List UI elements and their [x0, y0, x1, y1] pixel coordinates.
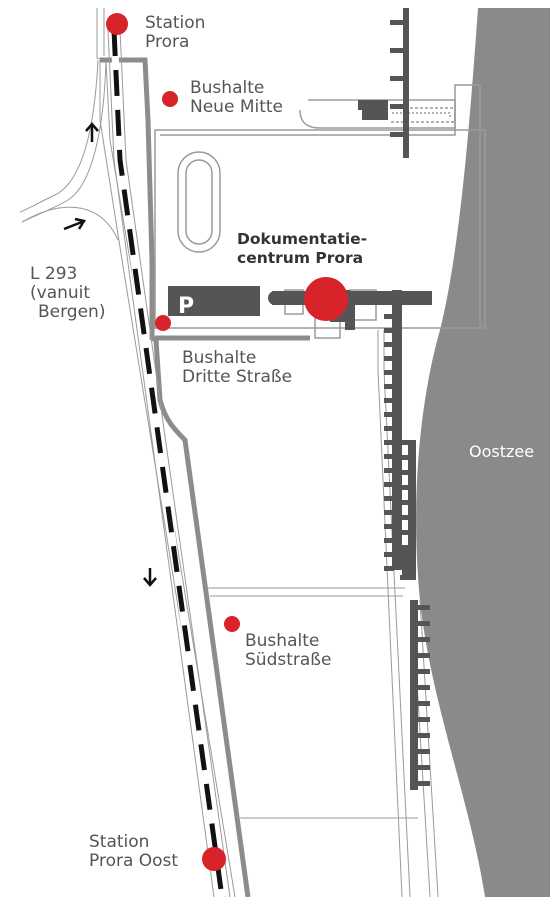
building-wing — [418, 733, 430, 738]
building-wing — [418, 781, 430, 786]
building-wing — [384, 384, 394, 389]
building-wing — [384, 454, 394, 459]
arrow-up-icon — [85, 122, 99, 142]
building-wing — [400, 530, 410, 535]
building-wing — [418, 765, 430, 770]
building-wing — [390, 20, 405, 25]
building-wing — [384, 342, 394, 347]
sea-area — [416, 8, 550, 897]
building-wing — [390, 76, 405, 81]
building-wing — [384, 468, 394, 473]
building-wing — [400, 440, 410, 445]
location-marker-icon[interactable] — [155, 315, 171, 331]
building-wing — [384, 412, 394, 417]
building-wing — [418, 621, 430, 626]
building-wing — [400, 500, 410, 505]
building-wing — [384, 398, 394, 403]
building-wing — [418, 605, 430, 610]
parking-icon: P — [178, 294, 194, 319]
building-wing — [384, 552, 394, 557]
building-wing — [384, 370, 394, 375]
building-wing — [400, 575, 410, 580]
location-marker-icon[interactable] — [224, 616, 240, 632]
building-wing — [418, 653, 430, 658]
building-wing — [400, 455, 410, 460]
parking-area — [168, 286, 260, 316]
dokumentatiecentrum-building — [272, 291, 432, 305]
building-wing — [390, 132, 405, 137]
arrow-down-icon — [143, 568, 157, 587]
building-upper — [358, 100, 388, 110]
label-ostsee: Oostzee — [469, 442, 535, 461]
building-wing — [418, 669, 430, 674]
building-wing — [384, 440, 394, 445]
road-curve-l293 — [19, 59, 99, 213]
building-wing — [390, 48, 405, 53]
building-wing — [384, 538, 394, 543]
building-wing — [418, 685, 430, 690]
building-wing — [384, 300, 394, 305]
building-wing — [390, 104, 405, 109]
building-wing — [384, 426, 394, 431]
building-wing — [384, 510, 394, 515]
building-wing — [400, 470, 410, 475]
label-dokumentatiecentrum: Dokumentatie-centrum Prora — [237, 230, 368, 267]
building-wing — [384, 314, 394, 319]
building-wing — [384, 496, 394, 501]
main-road — [100, 57, 251, 897]
building-wing — [418, 637, 430, 642]
location-marker-icon[interactable] — [202, 847, 226, 871]
building-wing — [384, 328, 394, 333]
building-wing — [384, 482, 394, 487]
building-wing — [418, 717, 430, 722]
railway-dashes — [111, 29, 225, 897]
arrow-right-icon — [63, 217, 86, 231]
building-wing — [384, 356, 394, 361]
building-wing — [418, 701, 430, 706]
building-complex-outline — [154, 129, 486, 329]
location-marker-icon[interactable] — [106, 13, 128, 35]
building-wing — [400, 515, 410, 520]
building-wing — [400, 545, 410, 550]
building-wing — [400, 560, 410, 565]
location-marker-icon[interactable] — [162, 91, 178, 107]
location-marker-icon[interactable] — [304, 277, 348, 321]
building-wing — [384, 566, 394, 571]
building-wing — [384, 524, 394, 529]
building-wing — [400, 485, 410, 490]
building-wing — [418, 749, 430, 754]
